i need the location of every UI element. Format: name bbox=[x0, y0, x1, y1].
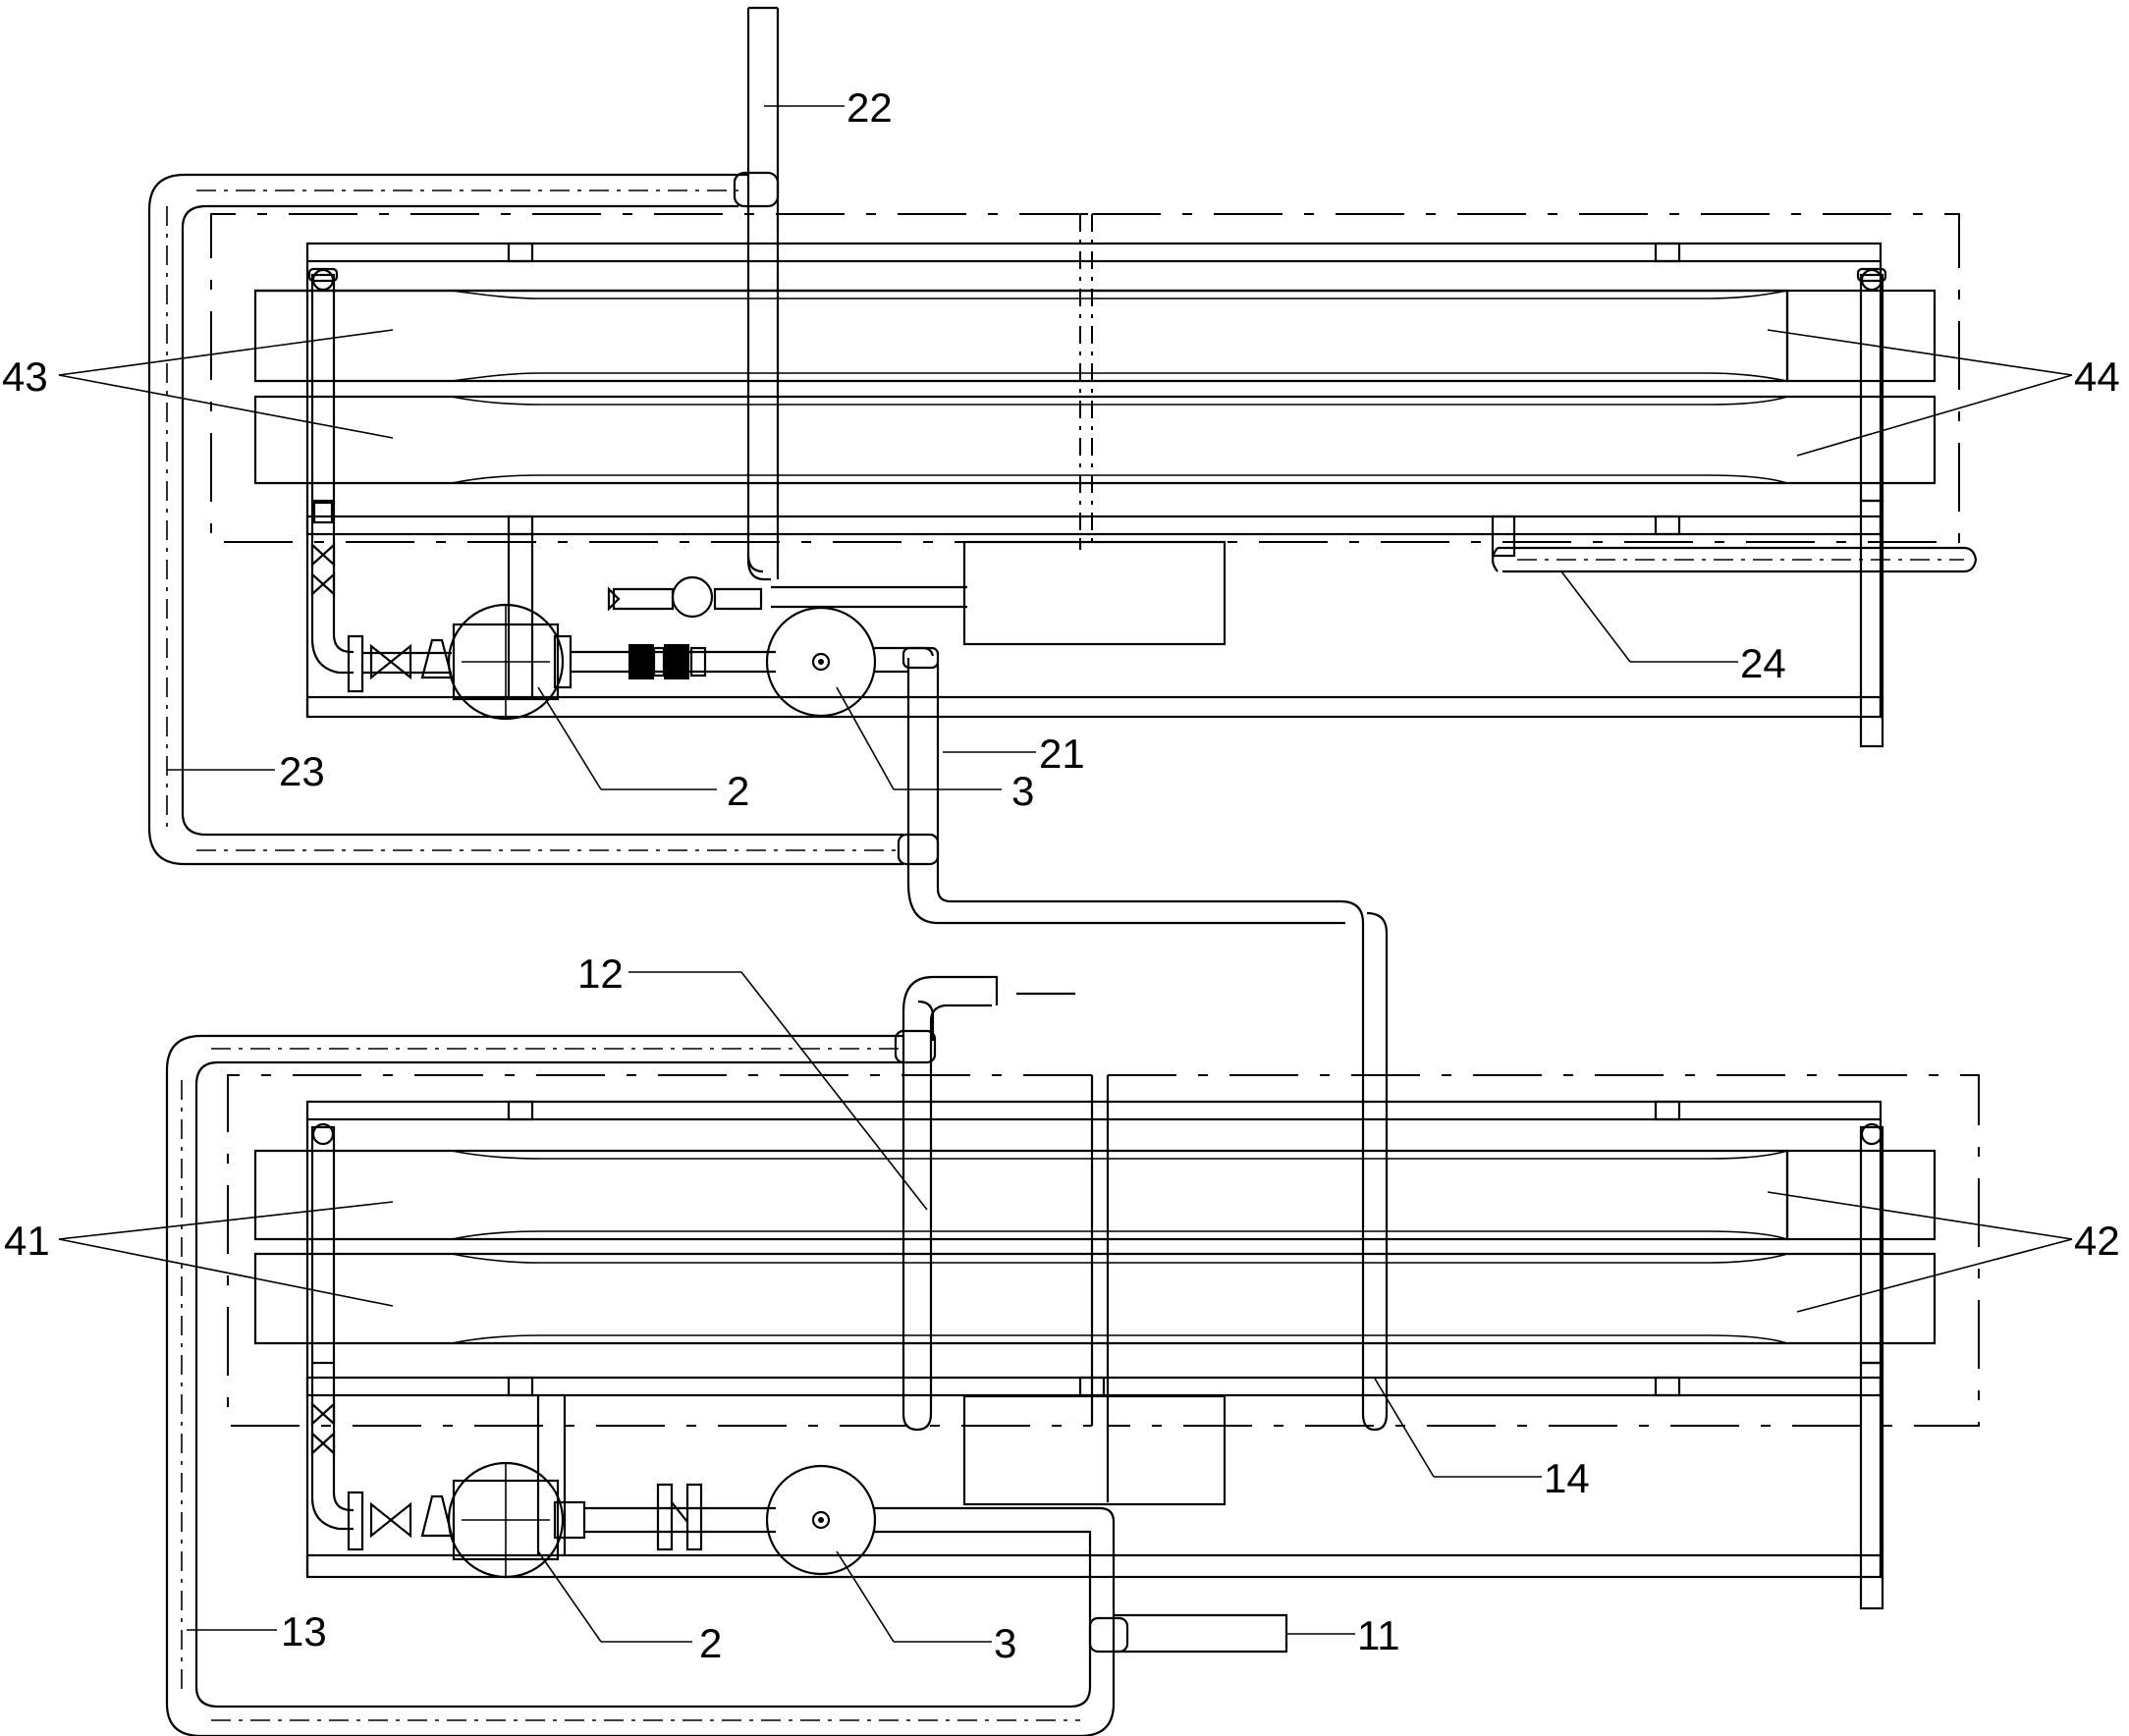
label-43: 43 bbox=[2, 353, 48, 400]
label-21: 21 bbox=[1039, 731, 1085, 777]
label-3-lower: 3 bbox=[994, 1620, 1016, 1666]
upper-enclosure-left bbox=[210, 213, 1088, 543]
lower-enclosure-right bbox=[1108, 1074, 1980, 1427]
pipe-23 bbox=[147, 173, 903, 866]
membrane-vessel-44 bbox=[253, 289, 1937, 485]
label-42: 42 bbox=[2074, 1218, 2120, 1264]
membrane-vessel-43 bbox=[253, 289, 1789, 383]
pump-2-upper bbox=[447, 603, 573, 721]
upper-frame-top-rail bbox=[305, 242, 1883, 263]
pipe-21 bbox=[906, 658, 1336, 925]
pipe-24 bbox=[1498, 546, 1978, 573]
lower-enclosure-left bbox=[227, 1074, 1092, 1427]
part-labels: 22 43 44 24 23 21 2 3 12 41 42 14 13 2 3… bbox=[2, 84, 2120, 1666]
label-23: 23 bbox=[279, 748, 325, 794]
upper-frame-bottom-rail bbox=[305, 515, 1883, 536]
label-13: 13 bbox=[281, 1608, 327, 1655]
pipe-12 bbox=[901, 1004, 992, 1432]
label-22: 22 bbox=[846, 84, 893, 131]
membrane-vessel-41 bbox=[253, 1149, 1789, 1241]
lower-frame-bottom-rail bbox=[305, 1376, 1883, 1397]
pipe-14-connector bbox=[1336, 899, 1389, 1432]
label-12: 12 bbox=[577, 950, 624, 997]
filter-3-upper bbox=[765, 606, 877, 718]
label-14: 14 bbox=[1544, 1455, 1590, 1501]
label-24: 24 bbox=[1740, 640, 1786, 686]
lower-unit bbox=[165, 975, 1980, 1736]
label-11: 11 bbox=[1357, 1612, 1400, 1658]
pipe-22 bbox=[746, 8, 771, 581]
label-41: 41 bbox=[4, 1218, 50, 1264]
leader-lines bbox=[58, 105, 2073, 1643]
label-2-upper: 2 bbox=[727, 768, 749, 814]
upper-enclosure-right bbox=[1092, 213, 1960, 543]
pipe-13 bbox=[165, 1034, 1116, 1736]
label-2-lower: 2 bbox=[699, 1620, 722, 1666]
membrane-vessel-42 bbox=[253, 1149, 1937, 1345]
upper-unit bbox=[147, 6, 1978, 925]
lower-frame-top-rail bbox=[305, 1100, 1883, 1121]
pump-2-lower bbox=[447, 1461, 586, 1579]
label-44: 44 bbox=[2074, 353, 2120, 400]
label-3-upper: 3 bbox=[1011, 768, 1034, 814]
pipe-11 bbox=[1114, 1613, 1288, 1654]
filter-3-lower bbox=[765, 1464, 877, 1576]
